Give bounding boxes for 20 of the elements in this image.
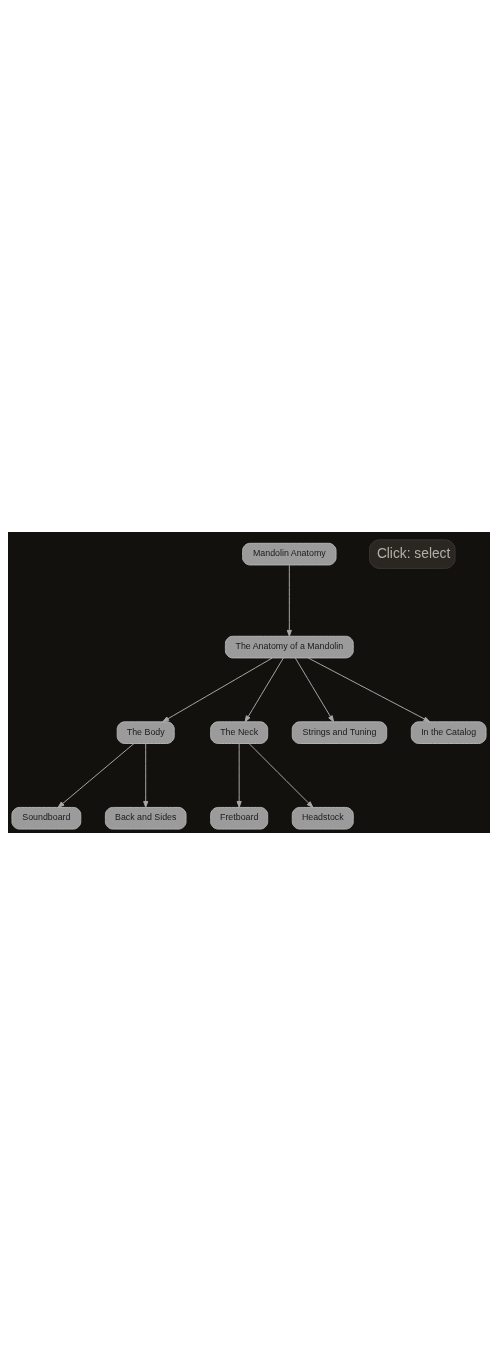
label: Click: select [376,545,451,561]
arrow [244,657,284,722]
node-box: Back and Sides [104,806,187,830]
node-box: The Anatomy of a Mandolin [224,635,354,658]
arrow [248,742,314,808]
arrow [143,742,149,808]
node-box: Mandolin Anatomy [242,542,337,565]
node-box: Soundboard [11,806,82,830]
node-box: Fretboard [210,806,269,830]
arrow [294,657,335,722]
node-box: The Neck [210,720,269,744]
node-box: Strings and Tuning [291,720,388,744]
arrow [307,657,431,722]
node-box: Headstock [291,806,354,830]
arrow [57,742,135,808]
arrow [286,564,292,637]
arrow [236,742,242,808]
node-box: The Body [116,720,175,744]
arrow [162,657,273,722]
node-box: In the Catalog [410,720,487,744]
